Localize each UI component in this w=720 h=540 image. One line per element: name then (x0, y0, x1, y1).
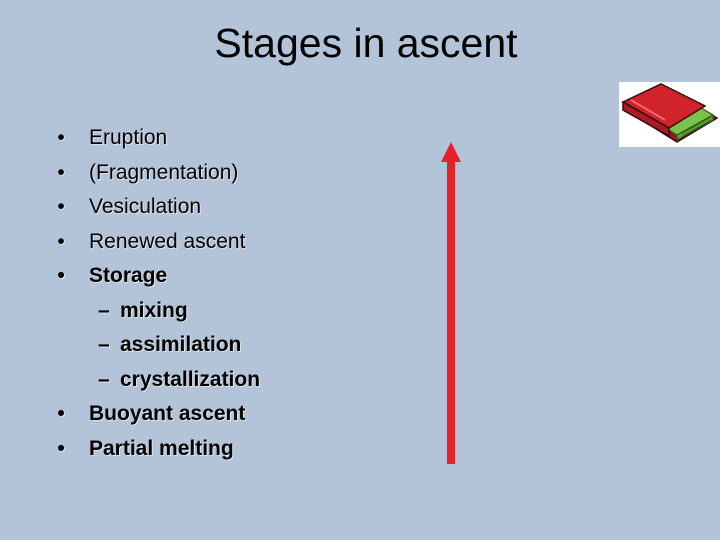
bullet-item: • Partial melting (54, 432, 414, 467)
bullet-item: • Storage (54, 259, 414, 294)
bullet-dot: • (57, 402, 65, 425)
slide-title: Stages in ascent (214, 20, 518, 66)
bullet-dot: • (57, 436, 65, 460)
sub-bullet-item: – mixing (54, 294, 414, 329)
sub-bullet-item: – assimilation (54, 328, 414, 363)
bullet-dot: • (57, 195, 65, 218)
bullet-item: • Eruption (54, 121, 414, 156)
bullet-item: • Vesiculation (54, 190, 414, 225)
bullet-label: Buoyant ascent (89, 402, 246, 425)
bullet-dot: • (57, 264, 65, 287)
sub-bullet-item: – crystallization (54, 363, 414, 398)
book-icon (619, 82, 720, 147)
bullet-label: Eruption (89, 126, 168, 149)
sub-bullet-dash: – (98, 367, 110, 391)
bullet-label: Storage (89, 264, 168, 287)
bullet-item: • (Fragmentation) (54, 156, 414, 191)
bullet-label: Renewed ascent (89, 229, 246, 253)
sub-bullet-label: mixing (120, 298, 188, 322)
bullet-label: Vesiculation (89, 195, 202, 218)
up-arrow-icon (441, 142, 461, 464)
bullet-item: • Renewed ascent (54, 225, 414, 260)
bullet-label: (Fragmentation) (89, 160, 239, 184)
bullet-item: • Buoyant ascent (54, 397, 414, 432)
bullet-dot: • (57, 126, 65, 149)
sub-bullet-label: assimilation (120, 333, 242, 356)
bullet-label: Partial melting (89, 436, 234, 460)
bullet-list: • Eruption • (Fragmentation) • Vesiculat… (54, 121, 414, 466)
bullet-dot: • (57, 160, 65, 184)
bullet-dot: • (57, 229, 65, 253)
sub-bullet-label: crystallization (120, 367, 261, 391)
sub-bullet-dash: – (98, 298, 110, 322)
sub-bullet-dash: – (98, 333, 110, 356)
